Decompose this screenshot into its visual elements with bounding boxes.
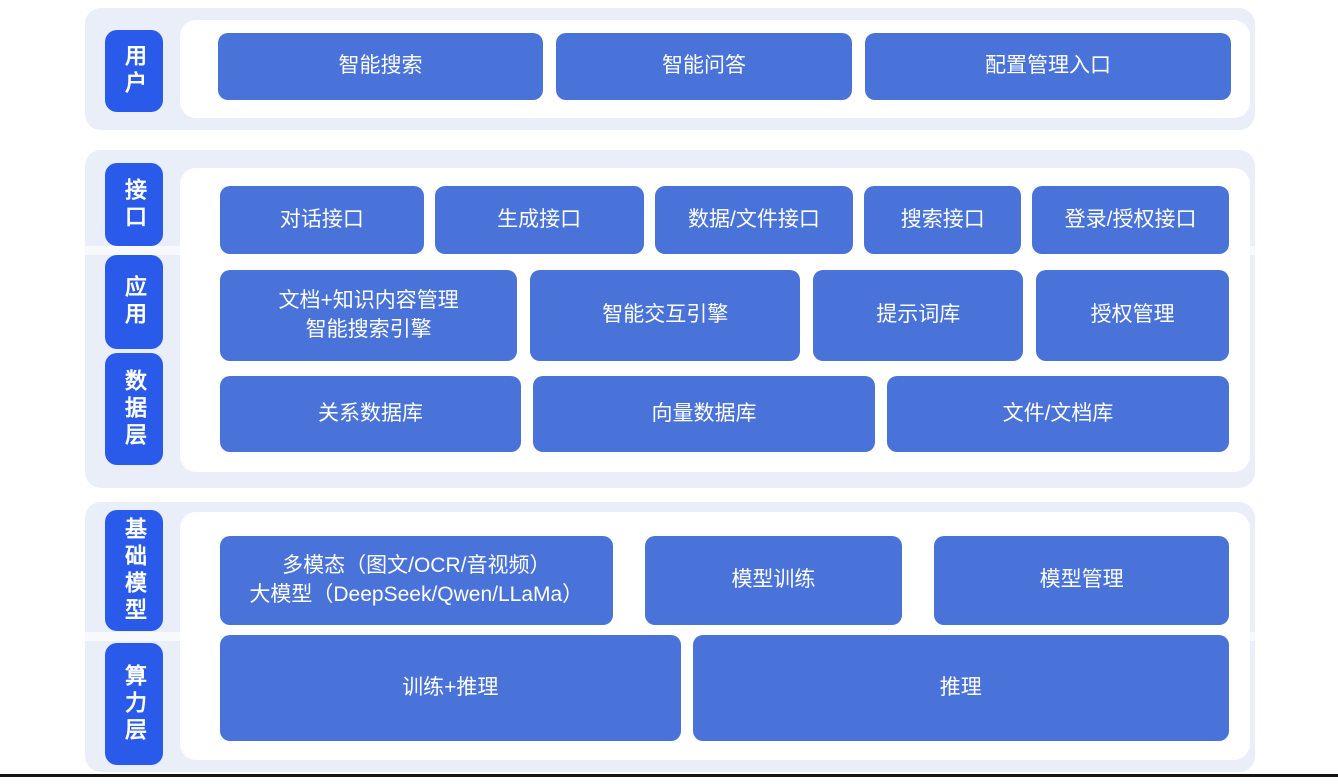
section-foundation-layers: 基础模型 算力层 多模态（图文/OCR/音视频） 大模型（DeepSeek/Qw… xyxy=(85,502,1255,772)
box-row: 训练+推理 推理 xyxy=(220,635,1229,741)
box-login-auth-api: 登录/授权接口 xyxy=(1032,186,1229,254)
box-file-doc-store: 文件/文档库 xyxy=(887,376,1229,452)
layer-label-application: 应用 xyxy=(105,255,163,349)
layer-label-data: 数据层 xyxy=(105,353,163,465)
box-row: 关系数据库 向量数据库 文件/文档库 xyxy=(220,376,1229,452)
box-inference: 推理 xyxy=(692,635,1229,741)
section-user-layer: 用户 智能搜索 智能问答 配置管理入口 xyxy=(85,8,1255,130)
layer-label-compute: 算力层 xyxy=(105,643,163,765)
box-prompt-library: 提示词库 xyxy=(813,270,1024,361)
layer-label-interface: 接口 xyxy=(105,163,163,246)
box-model-management: 模型管理 xyxy=(934,536,1229,625)
box-model-training: 模型训练 xyxy=(644,536,903,625)
layer-label-foundation-model: 基础模型 xyxy=(105,510,163,631)
box-row: 对话接口 生成接口 数据/文件接口 搜索接口 登录/授权接口 xyxy=(220,186,1229,254)
box-row: 多模态（图文/OCR/音视频） 大模型（DeepSeek/Qwen/LLaMa）… xyxy=(220,536,1229,625)
panel-middle-layers: 对话接口 生成接口 数据/文件接口 搜索接口 登录/授权接口 文档+知识内容管理… xyxy=(180,168,1250,472)
box-generation-api: 生成接口 xyxy=(434,186,644,254)
box-smart-search: 智能搜索 xyxy=(218,33,543,100)
panel-foundation-layers: 多模态（图文/OCR/音视频） 大模型（DeepSeek/Qwen/LLaMa）… xyxy=(180,512,1250,760)
box-vector-db: 向量数据库 xyxy=(533,376,875,452)
section-middle-layers: 接口 应用 数据层 对话接口 生成接口 数据/文件接口 搜索接口 登录/授权接口… xyxy=(85,150,1255,488)
box-dialog-api: 对话接口 xyxy=(220,186,424,254)
box-training-inference: 训练+推理 xyxy=(220,635,681,741)
box-data-file-api: 数据/文件接口 xyxy=(654,186,854,254)
box-interactive-engine: 智能交互引擎 xyxy=(530,270,801,361)
box-row: 文档+知识内容管理 智能搜索引擎 智能交互引擎 提示词库 授权管理 xyxy=(220,270,1229,361)
box-auth-management: 授权管理 xyxy=(1036,270,1229,361)
box-smart-qa: 智能问答 xyxy=(556,33,852,100)
box-search-api: 搜索接口 xyxy=(864,186,1022,254)
bottom-divider-line xyxy=(0,774,1338,777)
box-multimodal-llm: 多模态（图文/OCR/音视频） 大模型（DeepSeek/Qwen/LLaMa） xyxy=(220,536,613,625)
panel-user-layer: 智能搜索 智能问答 配置管理入口 xyxy=(180,20,1250,118)
layer-label-user: 用户 xyxy=(105,30,163,112)
box-config-entry: 配置管理入口 xyxy=(865,33,1231,100)
box-relational-db: 关系数据库 xyxy=(220,376,521,452)
box-doc-knowledge-search-engine: 文档+知识内容管理 智能搜索引擎 xyxy=(220,270,518,361)
box-row: 智能搜索 智能问答 配置管理入口 xyxy=(218,33,1231,100)
